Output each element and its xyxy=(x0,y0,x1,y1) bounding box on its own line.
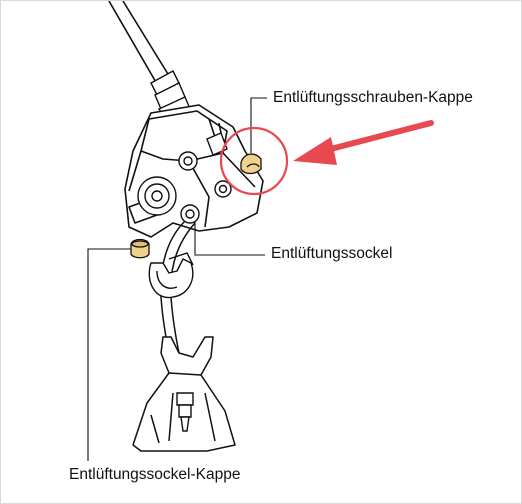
leader-lines xyxy=(87,97,267,461)
label-bleed-nipple-cap: Entlüftungssockel-Kappe xyxy=(69,466,241,483)
hose-clip xyxy=(148,252,194,299)
bleed-nipple-cap xyxy=(130,238,150,259)
label-bleed-screw-cap: Entlüftungsschrauben-Kappe xyxy=(273,89,473,106)
red-arrow-icon xyxy=(293,120,434,165)
bleed-screw-cap xyxy=(240,153,262,175)
tube-end-fitting xyxy=(176,392,194,432)
label-bleed-nipple: Entlüftungssockel xyxy=(271,245,393,262)
bleed-screw xyxy=(178,132,232,198)
highlight-circle-icon xyxy=(219,126,289,196)
leader-line-socket-cap xyxy=(87,248,131,461)
piston-boss xyxy=(137,176,177,216)
bleed-nipple xyxy=(180,204,200,224)
leader-line-socket xyxy=(194,221,265,256)
brake-hose xyxy=(108,1,172,85)
leader-line-screw-cap xyxy=(250,97,267,153)
